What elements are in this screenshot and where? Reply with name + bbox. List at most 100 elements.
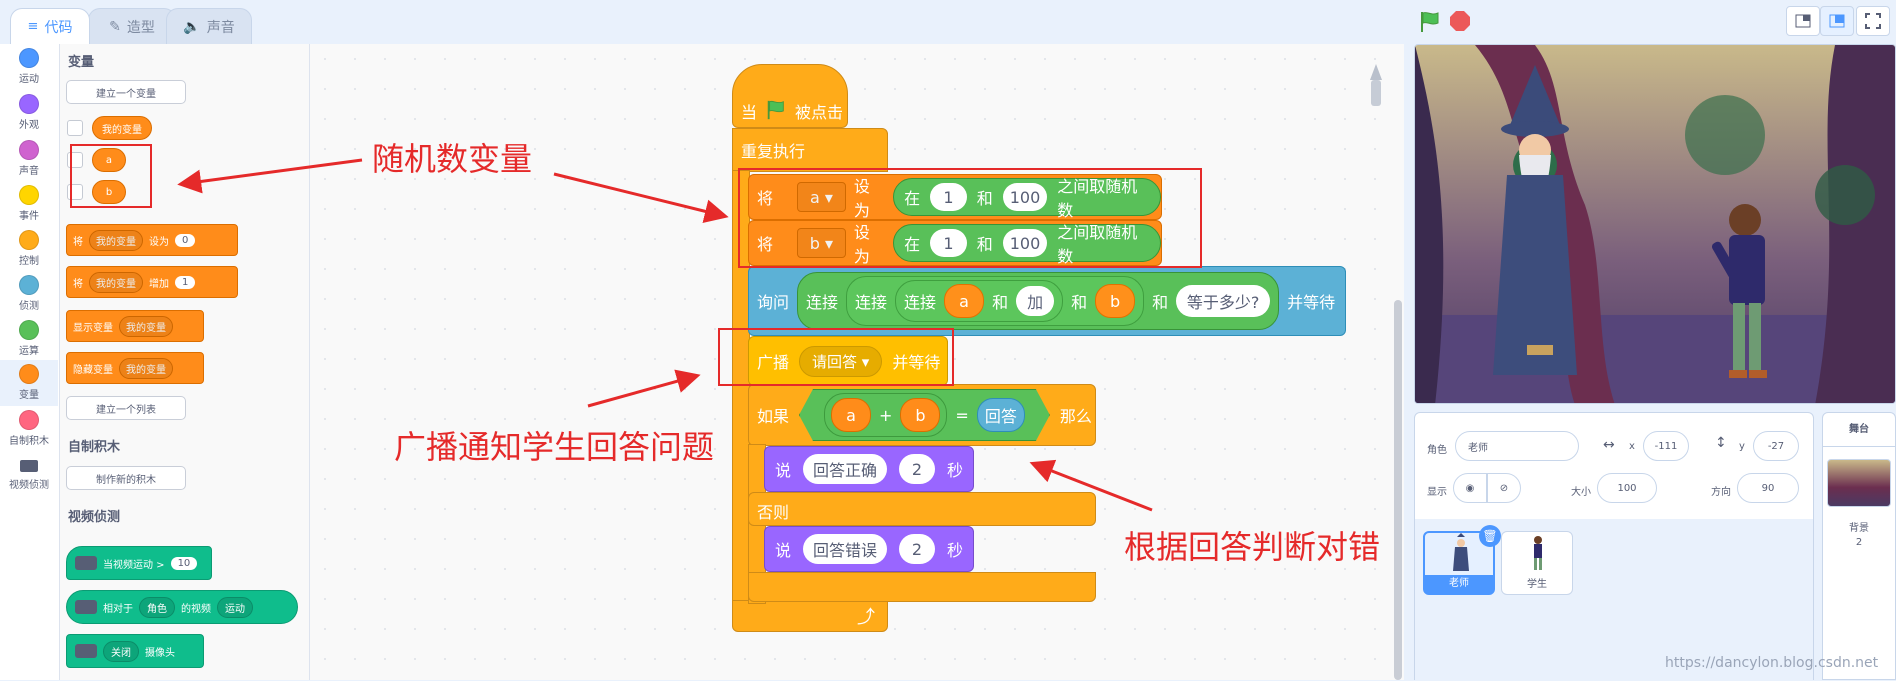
say-text-input[interactable]: 回答错误 <box>803 534 888 564</box>
create-list-button[interactable]: 建立一个列表 <box>66 396 186 420</box>
variable-dropdown[interactable]: b ▾ <box>797 228 846 258</box>
size-input[interactable]: 100 <box>1597 473 1657 503</box>
block-when-video-motion[interactable]: 当视频运动 > 10 <box>66 546 212 580</box>
video-toggle-dropdown[interactable]: 关闭 <box>103 640 139 662</box>
variable-b-reporter[interactable]: b <box>1095 284 1136 318</box>
pick-random-block[interactable]: 在 1 和 100 之间取随机数 <box>893 223 1161 266</box>
answer-reporter[interactable]: 回答 <box>977 398 1025 432</box>
say-text-input[interactable]: 回答正确 <box>803 454 888 484</box>
add-block[interactable]: a + b <box>824 393 947 437</box>
stage-panel-title: 舞台 <box>1823 413 1895 447</box>
variable-dropdown[interactable]: 我的变量 <box>89 271 143 293</box>
set-a-block[interactable]: 将 a ▾ 设为 在 1 和 100 之间取随机数 <box>748 174 1162 220</box>
category-events[interactable]: 事件 <box>0 185 58 223</box>
join-text-input[interactable]: 加 <box>1016 286 1055 316</box>
variable-dropdown[interactable]: 我的变量 <box>119 357 173 379</box>
set-b-block[interactable]: 将 b ▾ 设为 在 1 和 100 之间取随机数 <box>748 220 1162 266</box>
stage-selector-panel[interactable]: 舞台 背景 2 <box>1822 412 1896 680</box>
block-label: 和 <box>992 293 1009 312</box>
category-operators[interactable]: 运算 <box>0 320 58 358</box>
join-text-input[interactable]: 等于多少? <box>1176 285 1271 317</box>
attribute-dropdown[interactable]: 运动 <box>217 596 253 618</box>
stop-icon[interactable] <box>1450 11 1470 31</box>
block-label: 将 <box>73 278 83 290</box>
join-block[interactable]: 连接 连接 连接 a 和 加 和 b 和 等于多少? <box>797 272 1280 330</box>
sprite-name-input[interactable]: 老师 <box>1455 431 1579 461</box>
script-scrollbar[interactable] <box>1394 300 1402 680</box>
random-from-input[interactable]: 1 <box>930 229 967 257</box>
create-variable-button[interactable]: 建立一个变量 <box>66 80 186 104</box>
random-from-input[interactable]: 1 <box>930 183 967 211</box>
variable-a[interactable]: a <box>92 148 126 172</box>
backdrop-thumb[interactable] <box>1827 459 1891 507</box>
direction-label: 方向 <box>1711 487 1731 498</box>
when-flag-clicked-hat[interactable]: 当 被点击 <box>732 64 848 128</box>
equals-block[interactable]: a + b = 回答 <box>799 389 1050 441</box>
top-bar: ≡ 代码 ✎ 造型 🔈 声音 <box>0 0 1896 44</box>
video-camera-icon <box>20 460 38 472</box>
pick-random-block[interactable]: 在 1 和 100 之间取随机数 <box>893 177 1161 220</box>
category-motion[interactable]: 运动 <box>0 48 58 86</box>
category-myblocks[interactable]: 自制积木 <box>0 410 58 448</box>
variable-my-variable[interactable]: 我的变量 <box>92 116 152 140</box>
say-secs-input[interactable]: 2 <box>899 534 936 564</box>
broadcast-message-dropdown[interactable]: 请回答 ▾ <box>799 345 883 377</box>
category-variables[interactable]: 变量 <box>0 360 58 406</box>
say-for-secs-block[interactable]: 说 回答正确 2 秒 <box>764 446 974 492</box>
sprite-thumb-student[interactable]: 学生 <box>1501 531 1573 595</box>
fullscreen-button[interactable] <box>1856 6 1890 36</box>
category-looks[interactable]: 外观 <box>0 94 58 132</box>
small-stage-button[interactable] <box>1786 6 1820 36</box>
variable-dropdown[interactable]: 我的变量 <box>89 229 143 251</box>
value-input[interactable]: 10 <box>170 556 198 570</box>
tab-code[interactable]: ≡ 代码 <box>10 8 90 44</box>
green-flag-icon[interactable] <box>1418 10 1442 34</box>
category-sound[interactable]: 声音 <box>0 140 58 178</box>
join-block[interactable]: 连接 连接 a 和 加 和 b <box>846 276 1145 326</box>
direction-input[interactable]: 90 <box>1737 473 1799 503</box>
variable-b[interactable]: b <box>92 180 126 204</box>
category-sensing[interactable]: 侦测 <box>0 275 58 313</box>
value-input[interactable]: 0 <box>175 233 196 247</box>
category-control[interactable]: 控制 <box>0 230 58 268</box>
variable-a-reporter[interactable]: a <box>831 398 871 432</box>
make-block-button[interactable]: 制作新的积木 <box>66 466 186 490</box>
tab-costumes[interactable]: ✎ 造型 <box>88 8 176 44</box>
variable-dropdown[interactable]: 我的变量 <box>119 315 173 337</box>
random-to-input[interactable]: 100 <box>1002 183 1048 211</box>
show-hidden-button[interactable]: ⊘ <box>1487 473 1521 503</box>
show-visible-button[interactable]: ◉ <box>1453 473 1487 503</box>
block-turn-video[interactable]: 关闭 摄像头 <box>66 634 204 668</box>
tab-sounds[interactable]: 🔈 声音 <box>166 8 252 44</box>
section-title-variables: 变量 <box>68 55 95 70</box>
join-block[interactable]: 连接 a 和 加 <box>895 280 1064 322</box>
variable-b-reporter[interactable]: b <box>900 398 940 432</box>
delete-sprite-icon[interactable]: 🗑 <box>1479 525 1501 547</box>
checkbox-my-variable[interactable] <box>67 120 83 136</box>
stage-canvas[interactable] <box>1414 44 1896 404</box>
block-label: 的视频 <box>181 603 211 615</box>
block-set-variable[interactable]: 将 我的变量 设为 0 <box>66 224 238 256</box>
x-input[interactable]: -111 <box>1643 431 1689 461</box>
category-video-sensing[interactable]: 视频侦测 <box>0 456 58 494</box>
variable-a-reporter[interactable]: a <box>944 284 985 318</box>
block-change-variable[interactable]: 将 我的变量 增加 1 <box>66 266 238 298</box>
normal-stage-icon <box>1829 14 1845 28</box>
say-for-secs-block[interactable]: 说 回答错误 2 秒 <box>764 526 974 572</box>
say-secs-input[interactable]: 2 <box>899 454 936 484</box>
broadcast-and-wait-block[interactable]: 广播 请回答 ▾ 并等待 <box>748 336 948 386</box>
y-input[interactable]: -27 <box>1753 431 1799 461</box>
if-else-block[interactable]: 如果 a + b = 回答 那么 <box>748 384 1096 446</box>
ask-and-wait-block[interactable]: 询问 连接 连接 连接 a 和 加 和 b 和 等于多少? 并等待 <box>748 266 1346 336</box>
block-hide-variable[interactable]: 隐藏变量 我的变量 <box>66 352 204 384</box>
value-input[interactable]: 1 <box>175 275 196 289</box>
variable-dropdown[interactable]: a ▾ <box>797 182 846 212</box>
block-video-relative[interactable]: 相对于 角色 的视频 运动 <box>66 590 298 624</box>
forever-block[interactable]: 重复执行 <box>732 128 888 172</box>
block-show-variable[interactable]: 显示变量 我的变量 <box>66 310 204 342</box>
random-to-input[interactable]: 100 <box>1002 229 1048 257</box>
relative-dropdown[interactable]: 角色 <box>139 596 175 618</box>
block-label: 之间取随机数 <box>1057 177 1138 220</box>
normal-stage-button[interactable] <box>1820 6 1854 36</box>
sprite-thumb-teacher[interactable]: 老师 🗑 <box>1423 525 1501 595</box>
